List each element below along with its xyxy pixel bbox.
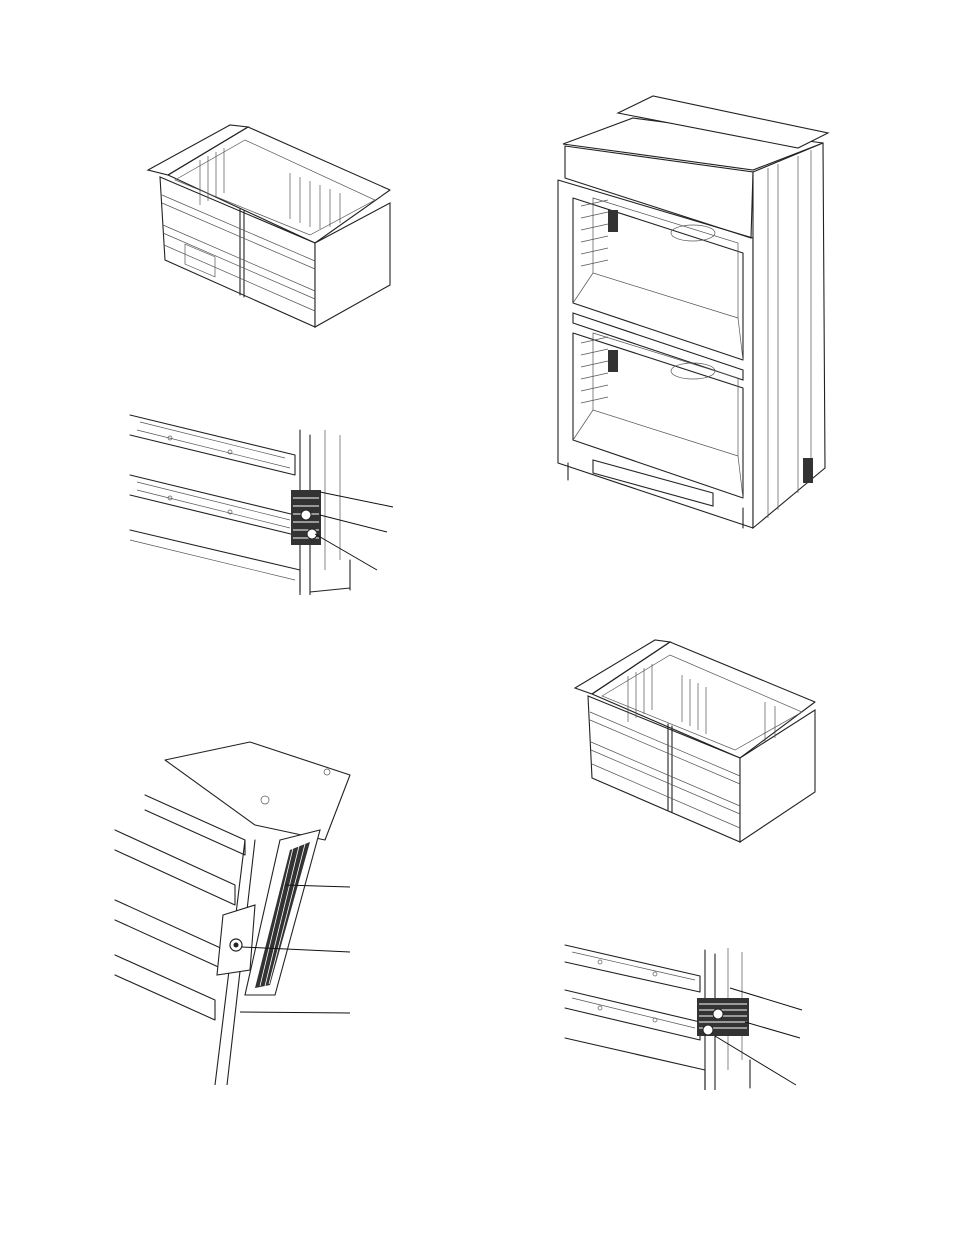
side-bracket-detail-bottom [560, 940, 805, 1090]
single-oven-cabinet-illustration-2 [570, 630, 830, 845]
corner-bracket-detail [105, 740, 355, 1085]
double-oven-illustration [553, 88, 833, 538]
single-oven-cabinet-illustration [140, 115, 410, 330]
side-bracket-detail-top [125, 410, 395, 595]
